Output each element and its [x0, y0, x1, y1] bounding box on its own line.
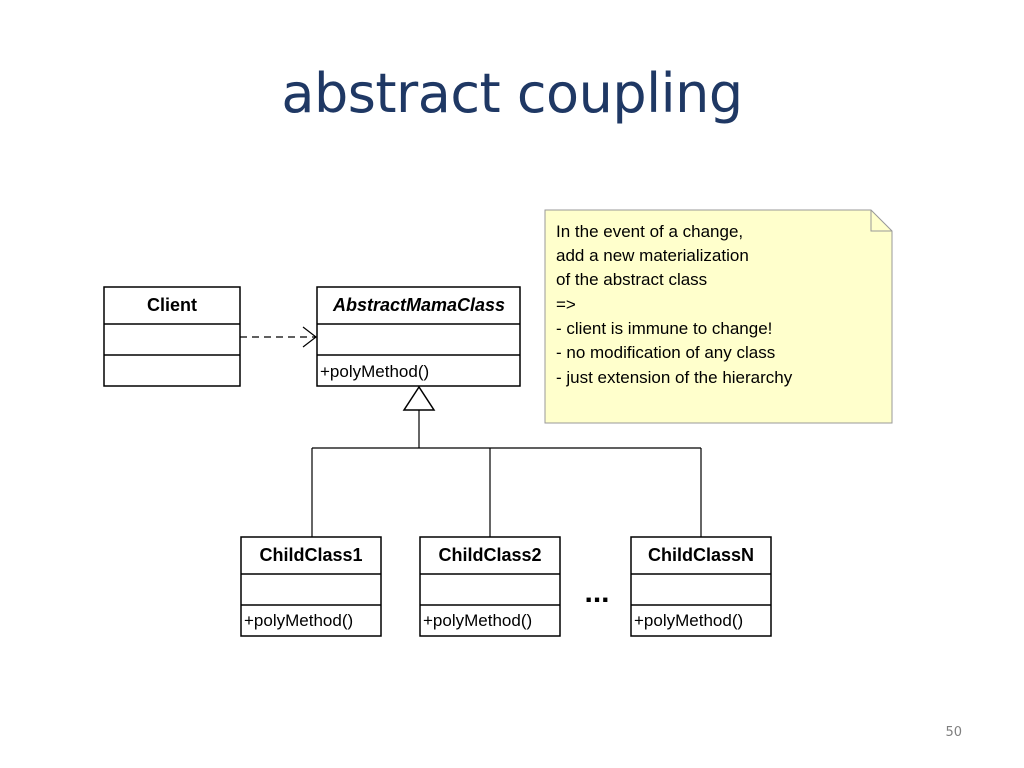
class-child-n: ChildClassN +polyMethod() [630, 536, 772, 637]
class-method: +polyMethod() [423, 611, 532, 630]
more-classes-ellipsis: ... [584, 576, 609, 609]
class-name: ChildClassN [648, 545, 754, 565]
class-method: +polyMethod() [634, 611, 743, 630]
note-line: add a new materialization [556, 246, 749, 265]
class-box [103, 286, 241, 387]
class-method: +polyMethod() [244, 611, 353, 630]
class-abstract-mama: AbstractMamaClass +polyMethod() [316, 286, 521, 387]
class-method: +polyMethod() [320, 362, 429, 381]
note-line: In the event of a change, [556, 222, 743, 241]
inheritance-triangle [402, 385, 436, 411]
class-box [240, 536, 382, 637]
class-client: Client [103, 286, 241, 387]
note-line: => [556, 295, 576, 314]
class-box [419, 536, 561, 637]
note: In the event of a change, add a new mate… [544, 209, 893, 424]
class-box [630, 536, 772, 637]
class-child-1: ChildClass1 +polyMethod() [240, 536, 382, 637]
class-name: Client [147, 295, 197, 315]
class-name: AbstractMamaClass [332, 295, 505, 315]
note-line: - no modification of any class [556, 343, 775, 362]
dependency-arrowhead [302, 326, 317, 348]
page-number: 50 [945, 725, 962, 740]
note-line: - just extension of the hierarchy [556, 368, 793, 387]
note-body [544, 209, 893, 424]
class-child-2: ChildClass2 +polyMethod() [419, 536, 561, 637]
note-line: - client is immune to change! [556, 319, 772, 338]
class-name: ChildClass1 [259, 545, 362, 565]
note-folded-corner [870, 210, 892, 232]
slide-title: abstract coupling [281, 62, 743, 125]
note-line: of the abstract class [556, 270, 707, 289]
class-box [316, 286, 521, 387]
generalization [311, 385, 702, 537]
dependency-arrow [240, 326, 317, 348]
class-name: ChildClass2 [438, 545, 541, 565]
